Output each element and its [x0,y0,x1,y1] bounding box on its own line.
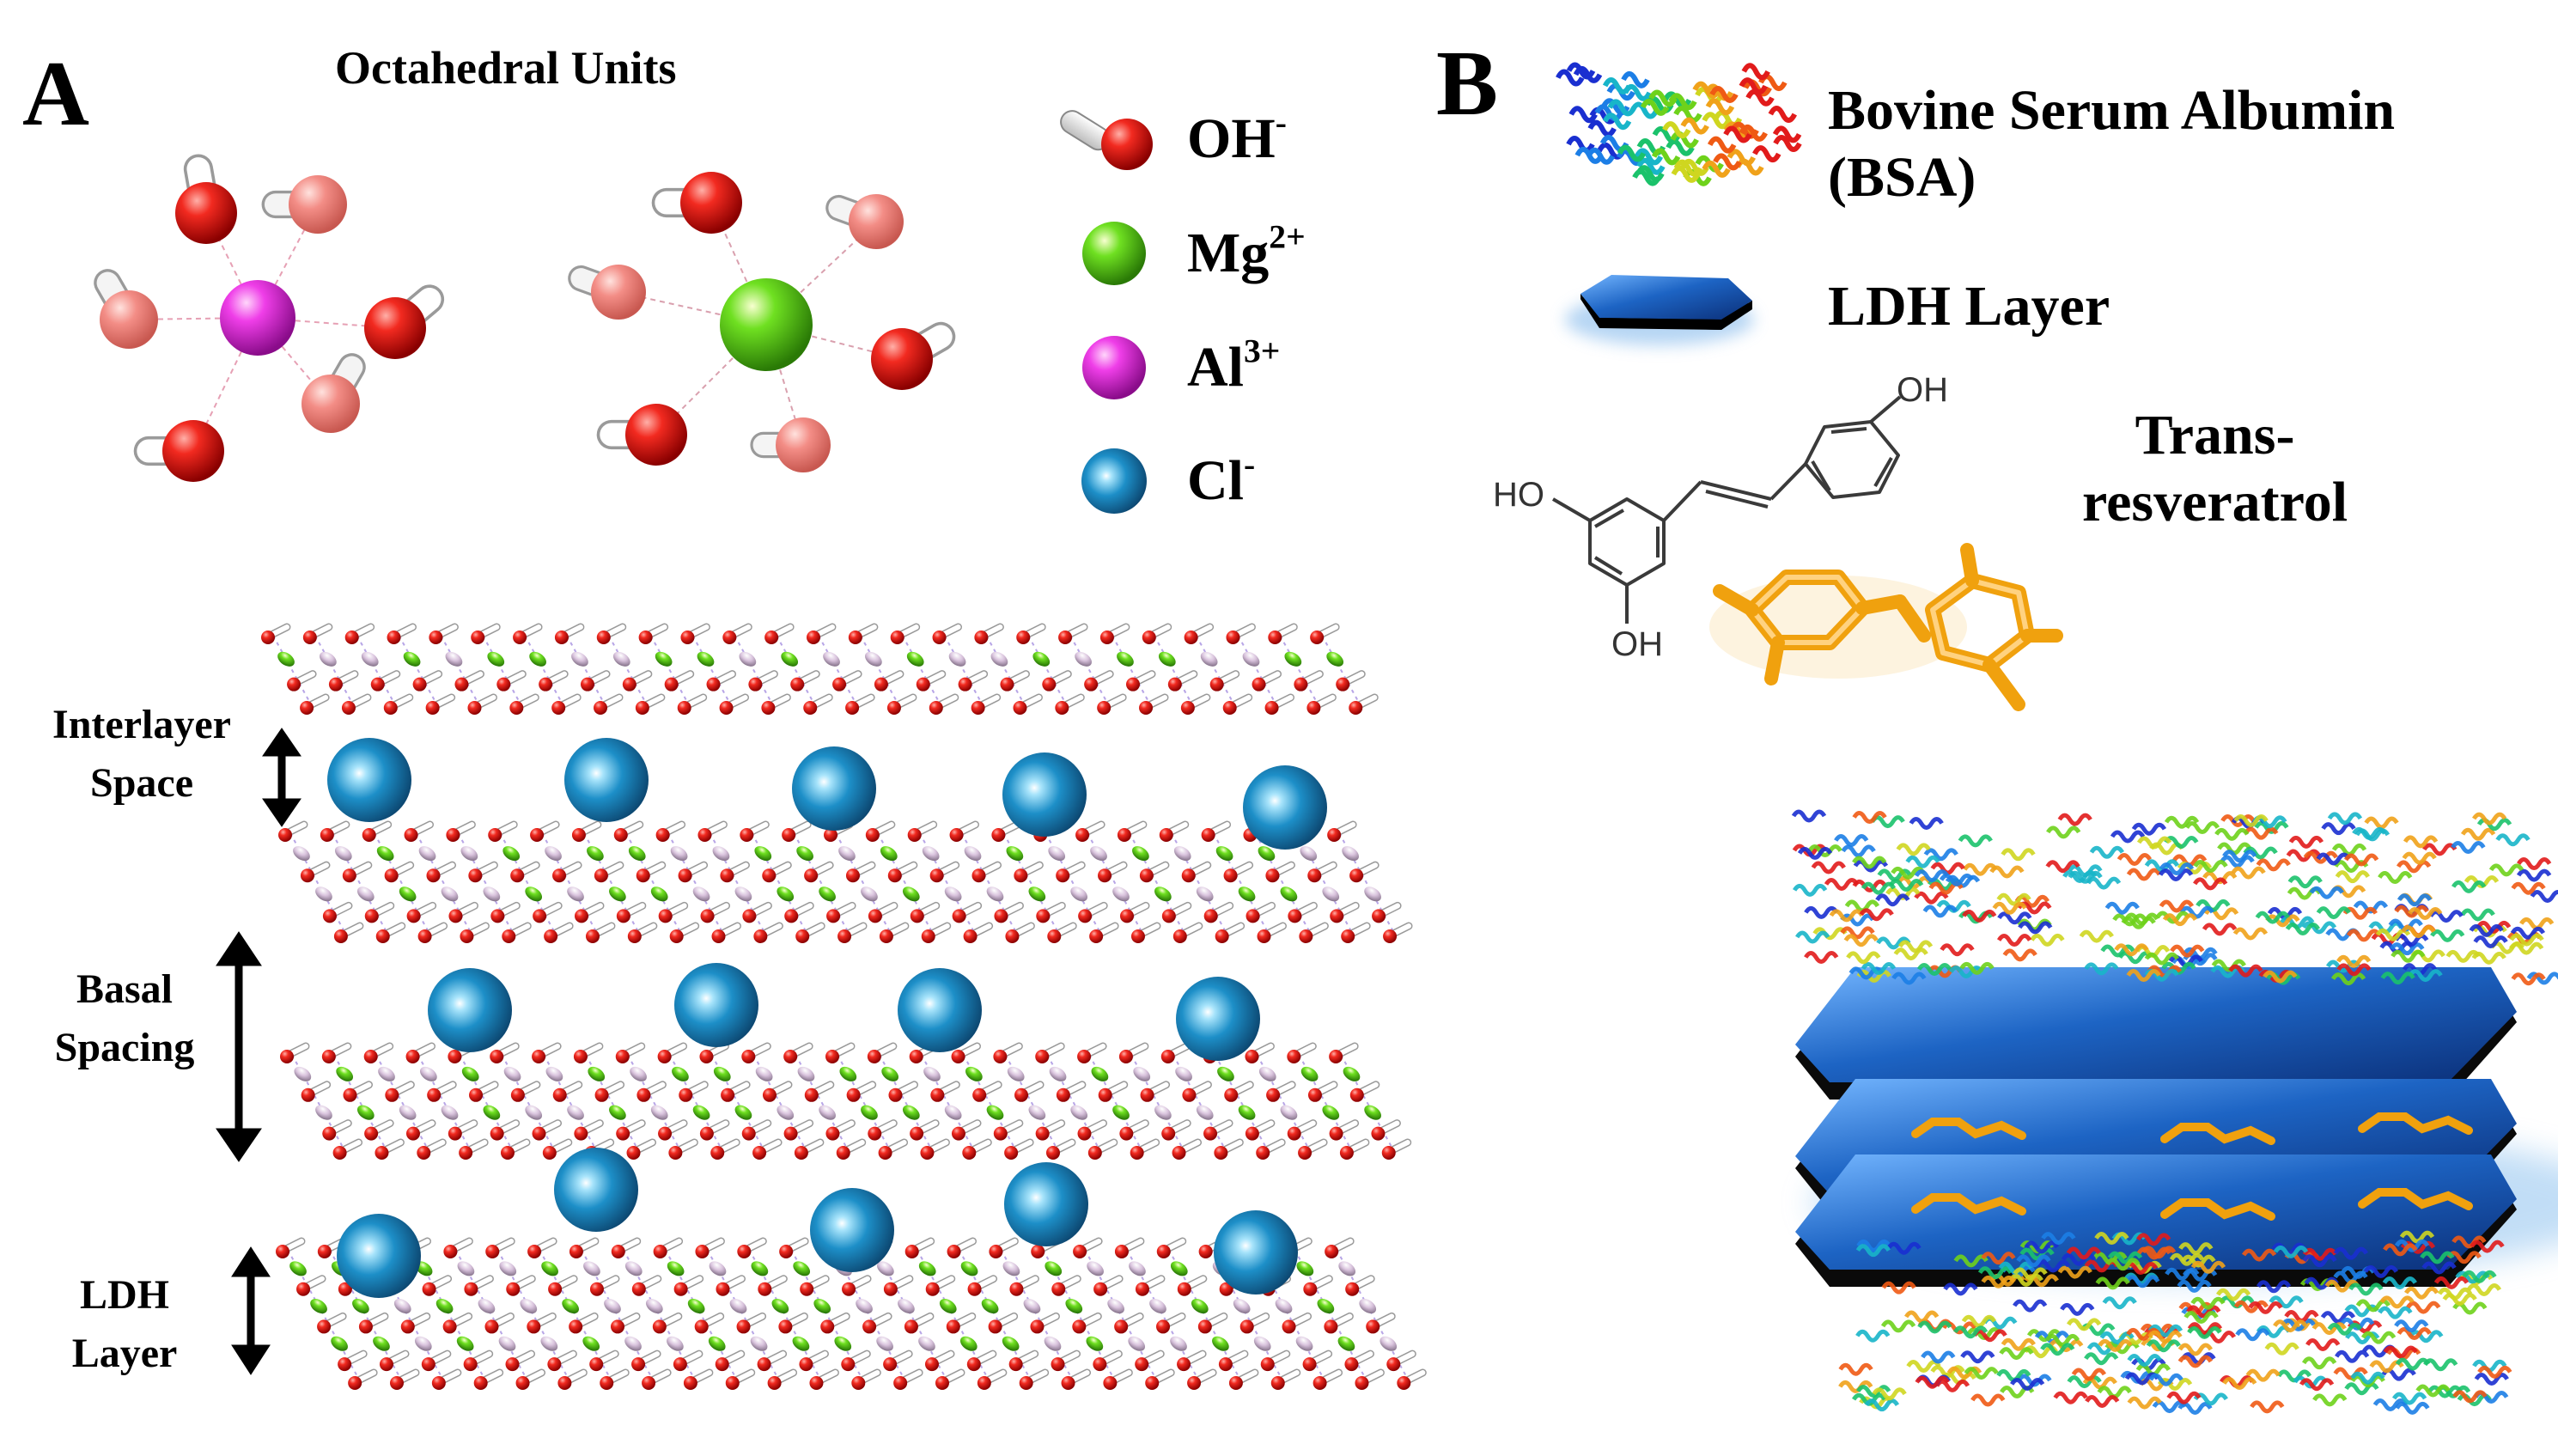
ldh-layer-stack [261,623,1427,1390]
legend-oh-label: OH- [1187,103,1287,170]
oh-icon [1060,110,1153,170]
panel-b-letter: B [1436,33,1499,135]
chloride-ion [554,1148,638,1232]
chloride-ion [1214,1210,1298,1295]
hydroxide-group [825,194,904,249]
octahedral-unit-mg [568,172,956,472]
mg-cation [720,278,813,371]
chloride-ion [1243,765,1327,850]
hydroxide-group [301,353,366,433]
legend-al-label: Al3+ [1187,332,1281,399]
hydroxide-group [651,172,742,234]
bsa-protein-icon [1556,62,1802,186]
hydroxide-group [568,265,646,320]
chloride-ion [428,968,512,1052]
resveratrol-molecule [2160,1123,2275,1145]
ldh-sheet [280,1042,1412,1160]
hydroxide-group [596,404,687,466]
basal-spacing-arrow [216,931,262,1162]
ldh-sheet [278,820,1413,943]
legend-mg-label: Mg2+ [1187,217,1306,284]
cl-sphere-icon [1081,448,1147,514]
ho-substituent-label: HO [1493,476,1544,514]
ldh-slab [1795,1154,2517,1287]
resveratrol-molecule [1911,1193,2026,1215]
chloride-ion [564,738,649,822]
chloride-ions [327,738,1327,1298]
hydroxide-group [261,175,347,234]
chloride-ion [337,1214,421,1298]
panel-a-title: Octahedral Units [335,42,677,94]
ldh-sheet [261,623,1379,715]
chloride-ion [898,968,982,1052]
hydroxide-group [94,269,158,349]
chloride-ion [792,746,876,831]
mg-sphere-icon [1082,222,1146,285]
resveratrol-molecule [2160,1198,2275,1221]
octahedral-unit-al [94,154,445,482]
hydroxide-group [133,420,224,482]
oh-top-substituent-label: OH [1897,371,1948,409]
resveratrol-structure [1551,395,1902,624]
chloride-ion [1004,1162,1088,1246]
chloride-ion [1002,752,1087,837]
hydroxide-group [750,417,831,472]
ldh-layer-arrow [231,1246,271,1375]
ldh-layer-label: LDH Layer [1828,275,2110,338]
al-sphere-icon [1082,336,1146,399]
ldh-slab [1795,967,2517,1100]
bsa-ldh-resveratrol-composite [1791,809,2558,1415]
ldh-sheet [276,1237,1427,1390]
chloride-ion [1176,977,1260,1061]
hydroxide-group [364,284,445,359]
resveratrol-molecule [2358,1112,2473,1135]
bsa-label: Bovine Serum Albumin(BSA) [1828,79,2396,209]
resveratrol-label: Trans-resveratrol [2082,404,2348,533]
resveratrol-molecule [2358,1188,2473,1210]
ldh-layer-icon [1565,275,1754,345]
hydroxide-group [871,321,956,390]
panel-a-letter: A [22,43,89,145]
chloride-ion [327,738,411,822]
oh-bottom-substituent-label: OH [1611,625,1663,663]
interlayer-space-arrow [262,728,301,827]
hydroxide-group [175,154,237,244]
al-cation [220,280,295,356]
chloride-ion [674,963,758,1047]
chloride-ion [810,1188,894,1272]
resveratrol-molecule [1911,1118,2026,1140]
resveratrol-3d-model [1709,543,2063,711]
legend-cl-label: Cl- [1187,445,1256,512]
